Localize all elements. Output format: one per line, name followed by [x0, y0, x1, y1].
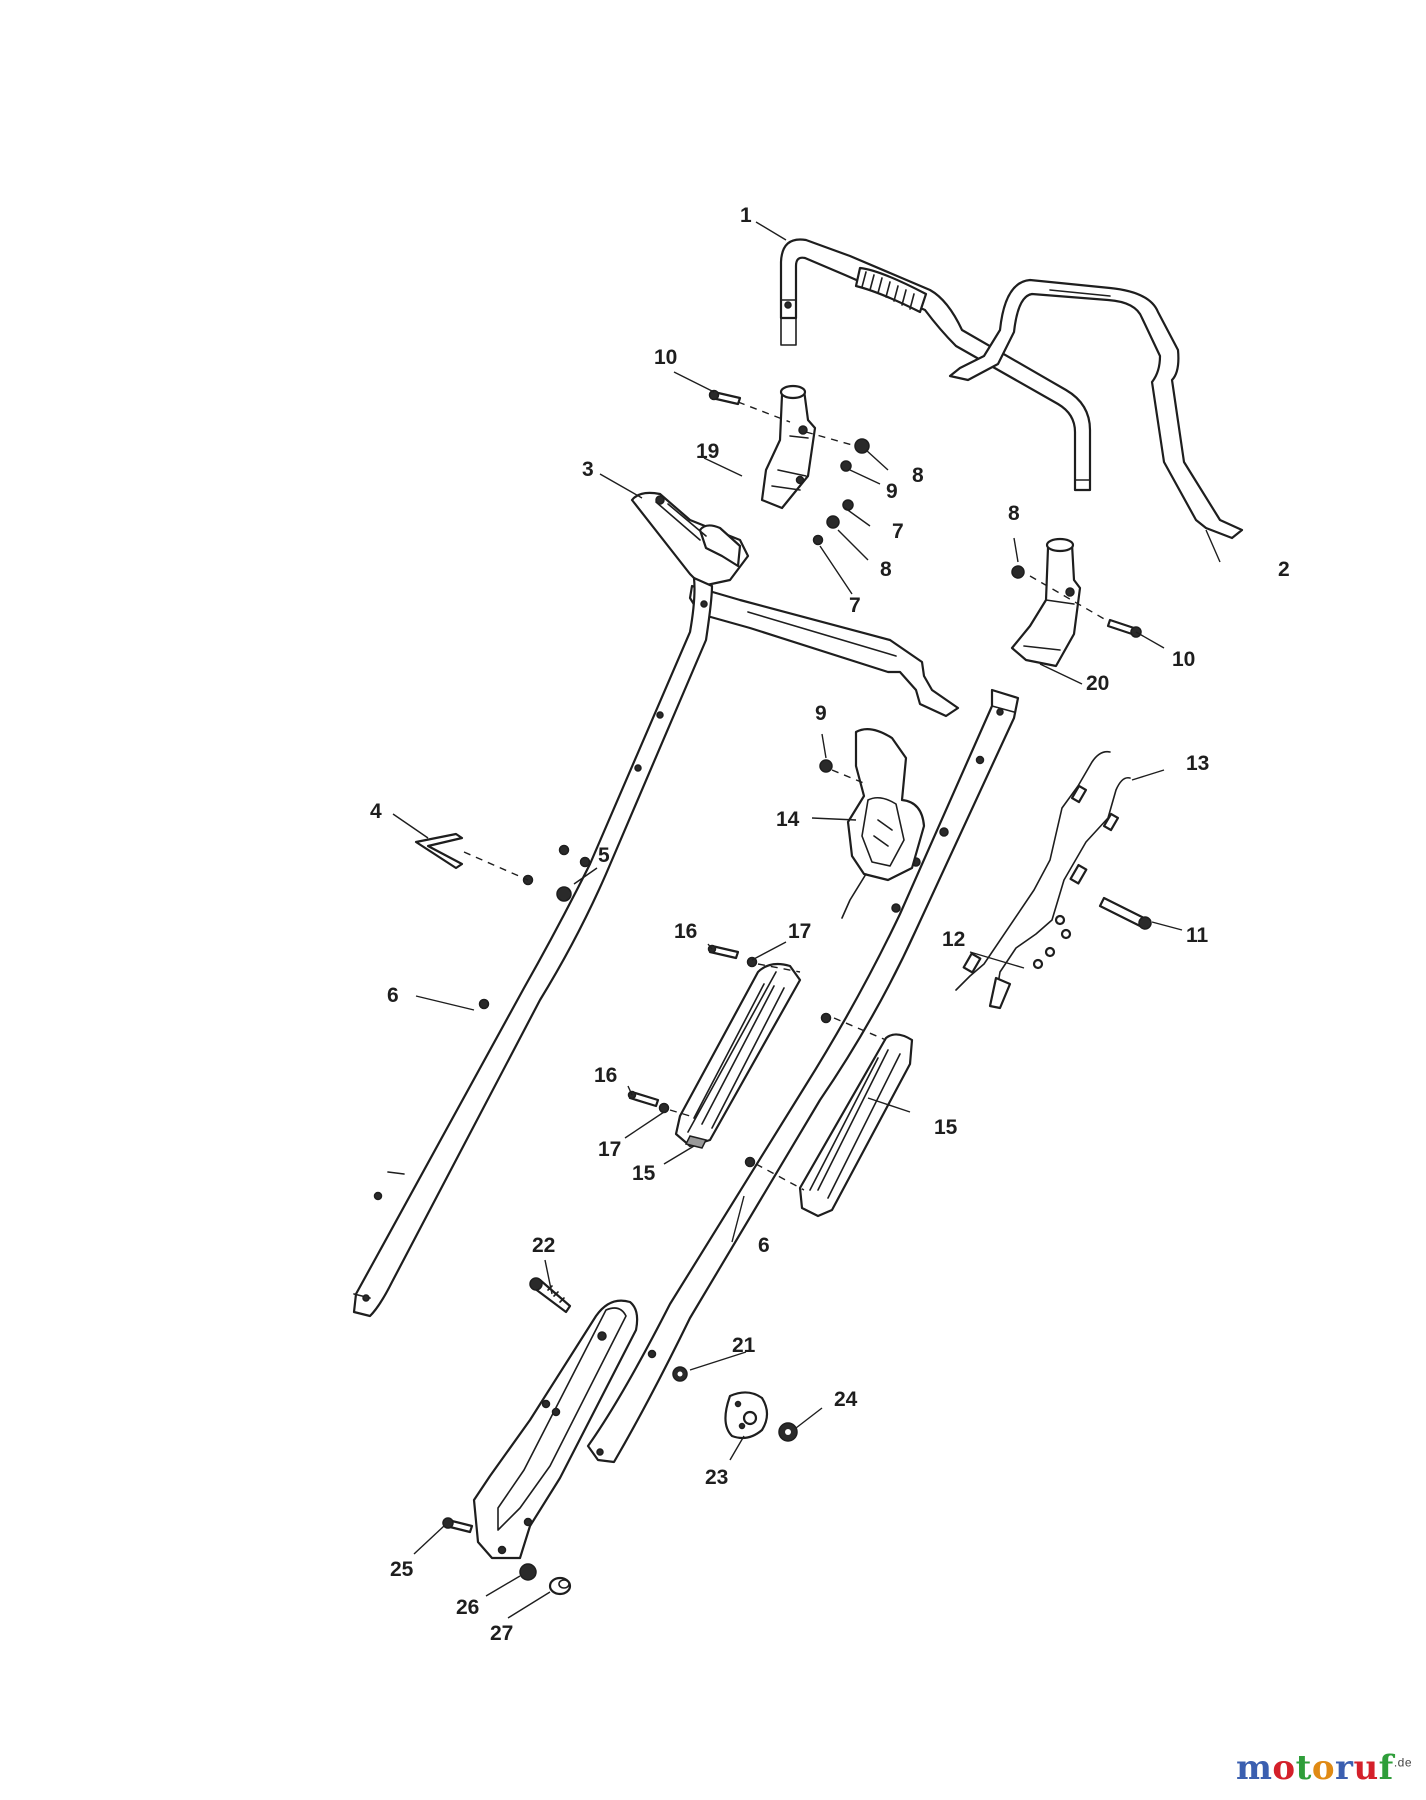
- label-part-3: 3: [582, 458, 594, 481]
- screw-7a: [842, 499, 854, 511]
- grip-cover-inner: [674, 962, 802, 1149]
- label-part-4: 4: [370, 800, 382, 823]
- label-part-19: 19: [696, 440, 719, 463]
- watermark-letter: t: [1295, 1748, 1312, 1788]
- screw-7b: [812, 534, 824, 546]
- bowden-cable-12: [955, 750, 1111, 991]
- throttle-control: [841, 727, 926, 919]
- nut-26: [519, 1563, 537, 1581]
- upper-handle-bar: [779, 238, 1092, 492]
- label-part-24: 24: [834, 1388, 858, 1411]
- bolt-11: [1098, 896, 1152, 930]
- label-part-23: 23: [705, 1466, 728, 1489]
- nut-9b: [819, 759, 833, 773]
- label-part-7a: 7: [892, 520, 904, 543]
- label-part-6a: 6: [387, 984, 399, 1007]
- label-part-8b: 8: [880, 558, 892, 581]
- label-part-14: 14: [776, 808, 800, 831]
- label-part-15a: 15: [934, 1116, 958, 1139]
- label-part-10a: 10: [654, 346, 677, 369]
- label-part-8a: 8: [912, 464, 924, 487]
- bowden-cable-13: [988, 776, 1131, 1010]
- bolt-22: [529, 1277, 572, 1314]
- label-part-27: 27: [490, 1622, 513, 1645]
- washer-21: [672, 1366, 688, 1382]
- screw-16a: [707, 944, 740, 960]
- label-part-21: 21: [732, 1334, 756, 1357]
- label-part-26: 26: [456, 1596, 479, 1619]
- label-part-6b: 6: [758, 1234, 770, 1257]
- nut-8a: [854, 438, 870, 454]
- cable-guide-crossbar: [630, 491, 960, 718]
- label-part-16b: 16: [594, 1064, 617, 1087]
- nut-8c: [1011, 565, 1025, 579]
- handle-clamp-left: [760, 384, 817, 510]
- label-part-16a: 16: [674, 920, 697, 943]
- label-part-25: 25: [390, 1558, 414, 1581]
- label-part-1: 1: [740, 204, 752, 227]
- nut-5: [556, 886, 572, 902]
- label-part-10b: 10: [1172, 648, 1195, 671]
- label-part-7b: 7: [849, 594, 861, 617]
- leader-lines: [392, 221, 1221, 1619]
- assembly-lines: [463, 401, 1107, 1191]
- watermark-letter: f: [1378, 1748, 1394, 1788]
- handle-clamp-right: [1010, 537, 1082, 668]
- label-part-12: 12: [942, 928, 965, 951]
- washer-17a: [746, 956, 758, 968]
- screw-16b: [627, 1090, 660, 1108]
- label-part-5: 5: [598, 844, 610, 867]
- handle-tube-left: [352, 576, 714, 1318]
- eccentric-disc-23: [724, 1391, 769, 1440]
- label-part-9a: 9: [886, 480, 898, 503]
- watermark-letter: o: [1272, 1748, 1296, 1788]
- label-part-13: 13: [1186, 752, 1209, 775]
- label-part-8c: 8: [1008, 502, 1020, 525]
- bolt-10-right: [1106, 618, 1142, 638]
- nut-8b: [826, 515, 840, 529]
- label-part-15b: 15: [632, 1162, 656, 1185]
- cap-27: [548, 1576, 572, 1596]
- handle-tube-right: [586, 688, 1020, 1464]
- label-part-17a: 17: [788, 920, 811, 943]
- label-part-20: 20: [1086, 672, 1109, 695]
- screw-25: [442, 1517, 474, 1534]
- label-part-17b: 17: [598, 1138, 621, 1161]
- label-part-9b: 9: [815, 702, 827, 725]
- watermark-letters: motoruf: [1236, 1748, 1394, 1788]
- washer-9a: [840, 460, 852, 472]
- label-part-22: 22: [532, 1234, 555, 1257]
- motoruf-watermark-logo: motoruf.de: [1236, 1748, 1412, 1788]
- watermark-letter: r: [1335, 1748, 1354, 1788]
- bolt-10-left: [708, 389, 742, 406]
- grip-cover-outer: [798, 1033, 914, 1218]
- part-labels: 1 2 3 4 5 6 6 7 7 8 8 8 9 9 10 10 11 12 …: [370, 204, 1290, 1645]
- handle-grip: [854, 266, 928, 314]
- watermark-letter: o: [1311, 1748, 1336, 1788]
- nut-24: [778, 1422, 798, 1442]
- bail-lever: [948, 278, 1244, 540]
- label-part-11: 11: [1186, 924, 1209, 947]
- watermark-letter: u: [1353, 1748, 1379, 1788]
- clip-pin-4: [414, 832, 464, 870]
- watermark-letter: m: [1235, 1748, 1273, 1788]
- label-part-2: 2: [1278, 558, 1290, 581]
- watermark-tld: .de: [1393, 1755, 1412, 1770]
- washer-17b: [658, 1102, 670, 1114]
- height-adjust-bracket: [472, 1299, 639, 1560]
